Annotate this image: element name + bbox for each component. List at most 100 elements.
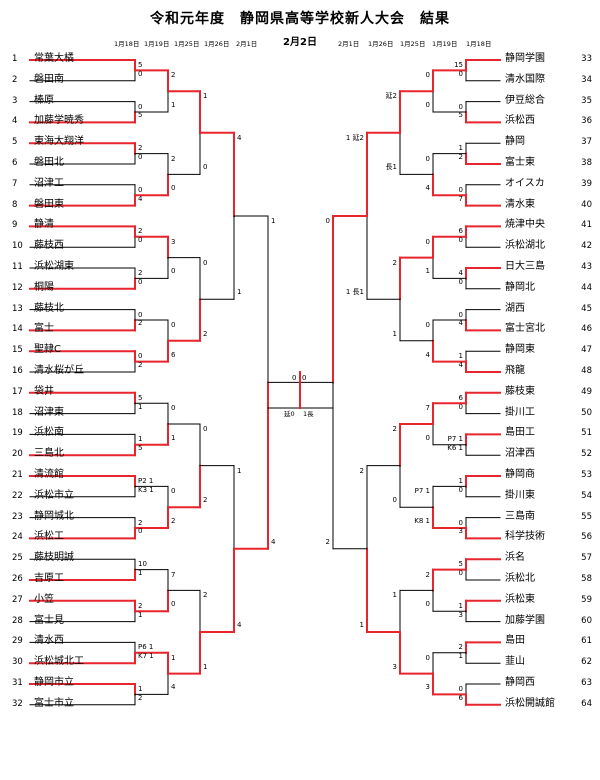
match-score: 3 [458, 527, 463, 536]
team-name: 静岡東 [505, 344, 535, 356]
match-score: 2 [138, 693, 143, 702]
seed-number: 15 [12, 345, 23, 356]
team-name: 浜名 [505, 552, 525, 564]
match-score: 1 長1 [345, 288, 364, 297]
match-score: K6 1 [447, 444, 463, 453]
match-score: 0 [458, 685, 463, 693]
seed-number: 5 [12, 137, 18, 148]
match-score: 10 [138, 560, 147, 569]
match-score: 0 [138, 69, 143, 78]
seed-number: 14 [12, 324, 23, 335]
team-name: 藤枝東 [505, 385, 535, 397]
match-score: 1 [237, 466, 242, 475]
match-score: 0 [138, 527, 143, 536]
final-note-left: 延0 [284, 410, 295, 418]
match-score: 0 [203, 425, 208, 433]
match-score: 4 [138, 194, 143, 203]
seed-number: 24 [12, 532, 23, 543]
match-score: 0 [138, 185, 143, 194]
team-name: 浜松城北工 [34, 656, 84, 668]
team-name: オイスカ [505, 177, 545, 189]
team-name: 浜松西 [505, 115, 535, 127]
seed-number: 7 [12, 178, 18, 189]
match-score: 2 [138, 518, 143, 527]
match-score: 1 [392, 591, 397, 600]
match-score: 2 [425, 570, 430, 579]
seed-number: 63 [581, 678, 592, 688]
round-date: 1月18日 [466, 40, 492, 48]
seed-number: 22 [12, 490, 23, 501]
seed-number: 47 [581, 345, 592, 356]
match-score: 1 [203, 662, 208, 671]
match-score: 4 [171, 683, 176, 692]
team-name: 科学技術 [505, 531, 545, 543]
team-name: 浜松湖北 [505, 240, 545, 252]
match-score: 1 [138, 435, 143, 444]
team-name: 静清 [34, 219, 54, 231]
seed-number: 21 [12, 470, 23, 480]
match-score: 0 [171, 600, 176, 609]
match-score: 0 [203, 258, 208, 267]
seed-number: 16 [12, 366, 23, 376]
team-name: 桐陽 [34, 281, 54, 293]
match-score: 3 [171, 237, 176, 246]
match-score: 2 [203, 329, 208, 338]
match-score: 2 [458, 643, 463, 652]
match-score: 0 [138, 310, 143, 319]
match-score: 5 [458, 560, 463, 569]
team-name: 榛原 [34, 94, 54, 106]
seed-number: 62 [581, 657, 592, 668]
seed-number: 44 [581, 282, 592, 293]
match-score: 5 [138, 444, 143, 453]
match-score: 1 [458, 601, 463, 610]
seed-number: 37 [581, 137, 592, 148]
match-score: 0 [138, 277, 143, 286]
round-date: 1月26日 [368, 40, 394, 48]
seed-number: 43 [581, 262, 592, 272]
round-date: 1月25日 [400, 40, 426, 48]
round-date: 2月1日 [236, 40, 258, 48]
seed-number: 49 [581, 386, 592, 397]
team-name: 静岡城北 [34, 510, 74, 522]
match-score: 0 [458, 402, 463, 411]
seed-number: 9 [12, 220, 18, 231]
seed-number: 29 [12, 636, 23, 647]
seed-number: 61 [581, 636, 592, 647]
match-score: 0 [425, 71, 430, 80]
seed-number: 4 [12, 116, 18, 127]
match-score: 1 [271, 217, 276, 225]
seed-number: 38 [581, 158, 592, 168]
match-score: 2 [325, 537, 330, 546]
team-name: 加藤学暁秀 [34, 115, 84, 127]
team-name: 静岡学園 [505, 53, 545, 64]
match-score: P7 1 [447, 435, 463, 444]
seed-number: 53 [581, 470, 592, 480]
match-score: 2 [138, 144, 143, 153]
match-score: 0 [138, 236, 143, 245]
match-score: 2 [203, 496, 208, 505]
seed-number: 12 [12, 282, 23, 293]
match-score: 15 [454, 61, 463, 69]
match-score: 2 [171, 154, 176, 163]
match-score: 5 [138, 111, 143, 120]
match-score: 2 [138, 601, 143, 610]
team-name: 磐田北 [34, 157, 64, 168]
match-score: 1 [171, 101, 176, 109]
final-score-left: 0 [292, 374, 297, 382]
seed-number: 18 [12, 407, 23, 418]
match-score: 2 [203, 591, 208, 600]
seed-number: 60 [581, 615, 592, 626]
team-name: 飛龍 [505, 365, 525, 376]
match-score: 1 [138, 569, 143, 577]
match-score: 0 [203, 163, 208, 172]
seed-number: 25 [12, 553, 23, 564]
seed-number: 42 [581, 241, 592, 252]
seed-number: 46 [581, 324, 592, 335]
team-name: 焼津中央 [505, 219, 545, 231]
match-score: K7 1 [138, 652, 154, 661]
match-score: 0 [425, 653, 430, 662]
seed-number: 45 [581, 303, 592, 314]
match-score: 3 [425, 683, 430, 692]
team-name: 湖西 [505, 302, 525, 314]
team-name: 静岡北 [505, 281, 535, 293]
